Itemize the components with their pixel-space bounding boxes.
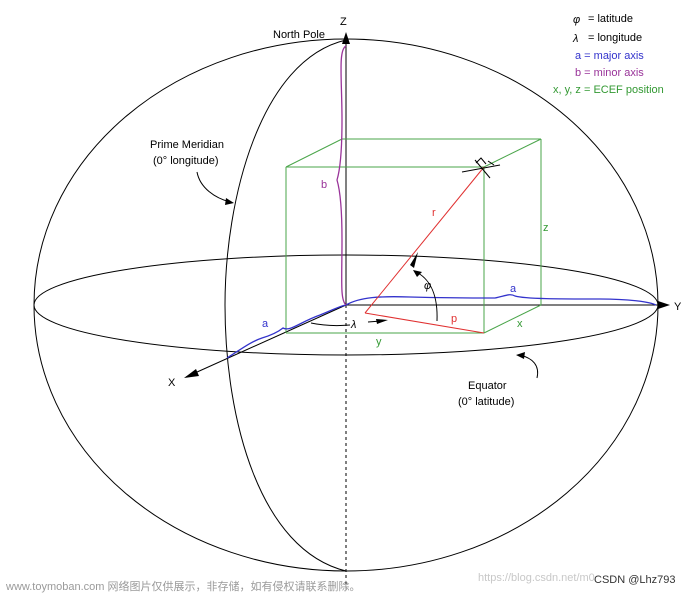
z-axis-label: Z	[340, 16, 347, 28]
y-arrow-icon	[658, 301, 670, 309]
radius-line	[364, 166, 485, 314]
legend-ecef: x, y, z = ECEF position	[553, 84, 664, 96]
latitude-arrow-icon	[413, 270, 422, 277]
major-axis-label-left: a	[262, 318, 269, 330]
x-axis-line	[185, 304, 347, 378]
box-x-label: x	[517, 318, 523, 330]
watermark-right: CSDN @Lhz793	[594, 574, 676, 586]
minor-axis-brace	[336, 45, 347, 306]
prime-meridian-label: Prime Meridian	[150, 139, 224, 151]
box-y-label: y	[376, 336, 382, 348]
major-axis-label-right: a	[510, 283, 517, 295]
prime-meridian-sublabel: (0° longitude)	[153, 155, 219, 167]
equator-label: Equator	[468, 380, 507, 392]
legend-phi-text: = latitude	[588, 13, 633, 25]
ecef-box	[285, 138, 542, 334]
legend-lambda-symbol: λ	[572, 33, 578, 45]
latitude-symbol: φ	[424, 280, 431, 292]
legend: φ = latitude λ = longitude a = major axi…	[553, 13, 664, 96]
prime-meridian-leader	[196, 171, 231, 203]
north-pole-label: North Pole	[273, 29, 325, 41]
position-marker-icon	[461, 157, 501, 179]
longitude-arrow-icon	[376, 319, 388, 324]
legend-phi-symbol: φ	[573, 14, 580, 26]
legend-minor-axis: b = minor axis	[575, 67, 644, 79]
longitude-symbol: λ	[350, 319, 356, 331]
major-axis-brace-right	[345, 294, 657, 306]
watermark-left: www.toymoban.com 网络图片仅供展示，非存储，如有侵权请联系删除。	[6, 581, 361, 593]
equator-sublabel: (0° latitude)	[458, 396, 514, 408]
x-arrow-icon	[184, 369, 199, 378]
equator-leader	[519, 354, 539, 379]
p-label: p	[451, 313, 457, 325]
minor-axis-label: b	[321, 179, 327, 191]
box-z-label: z	[543, 222, 549, 234]
watermark-url: https://blog.csdn.net/m0	[478, 572, 595, 584]
legend-major-axis: a = major axis	[575, 50, 644, 62]
legend-lambda-text: = longitude	[588, 32, 642, 44]
prime-meridian-leader-arrow-icon	[225, 198, 234, 205]
latitude-arc	[417, 272, 438, 322]
x-axis-label: X	[168, 377, 176, 389]
p-line	[364, 312, 485, 334]
radius-label: r	[432, 207, 436, 219]
z-arrow-icon	[342, 32, 350, 44]
major-axis-brace-left	[226, 304, 347, 359]
longitude-arc	[310, 322, 351, 327]
equator-leader-arrow-icon	[516, 352, 525, 359]
y-axis-label: Y	[674, 301, 682, 313]
radius-arrow-icon	[410, 252, 418, 268]
prime-meridian-arc	[224, 39, 347, 572]
longitude-arrow-shaft	[367, 320, 382, 323]
